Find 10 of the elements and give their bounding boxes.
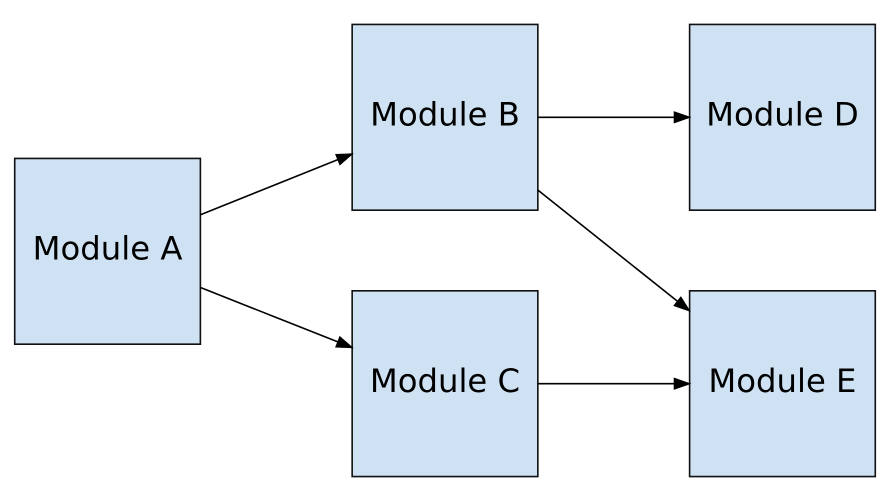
node-box: Module A xyxy=(14,157,202,344)
node-box: Module E xyxy=(688,290,876,477)
arrow xyxy=(200,286,354,348)
arrow xyxy=(200,152,354,215)
arrow xyxy=(537,188,691,312)
node-box: Module B xyxy=(351,23,539,210)
arrow xyxy=(538,376,692,390)
node-box: Module C xyxy=(351,290,539,477)
arrow xyxy=(538,110,692,124)
node-box: Module D xyxy=(688,23,876,210)
